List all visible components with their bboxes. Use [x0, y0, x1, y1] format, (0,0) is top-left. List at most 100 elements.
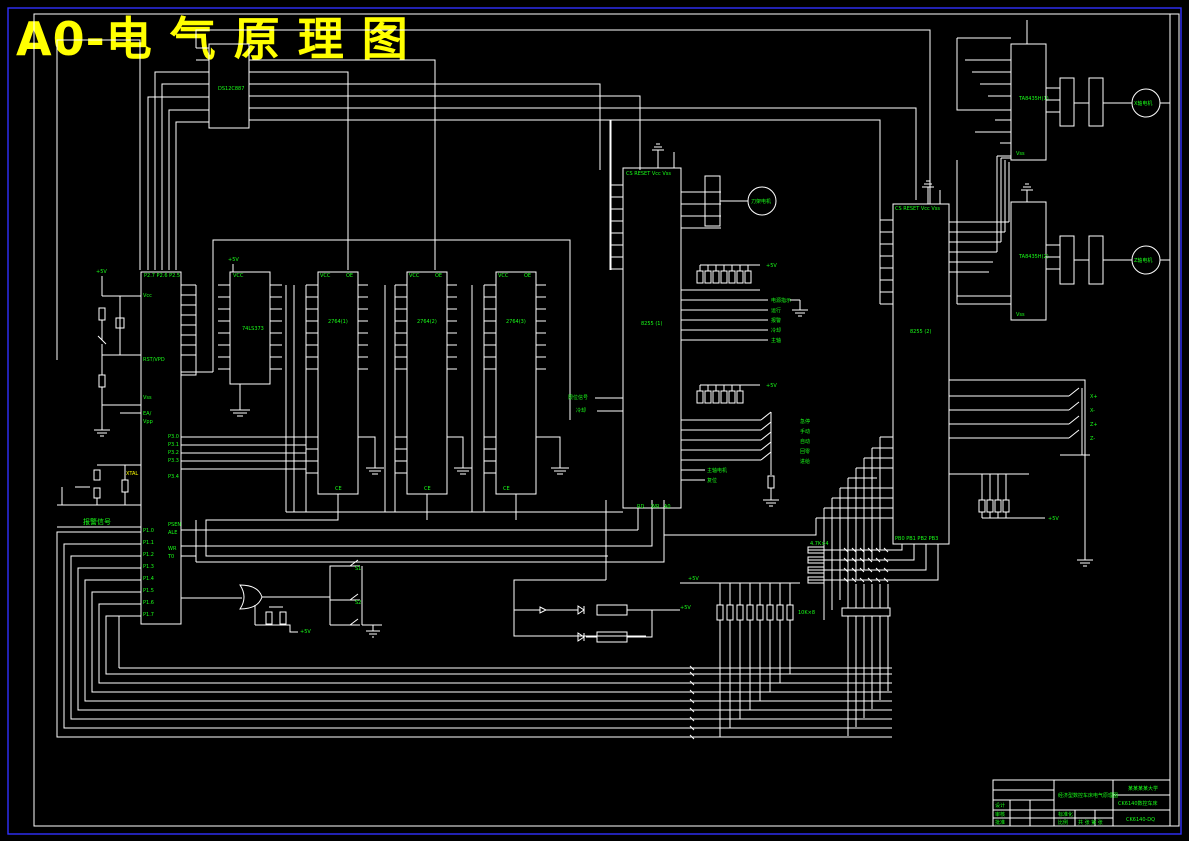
svg-text:WR: WR	[651, 504, 660, 510]
svg-text:OE: OE	[435, 273, 442, 279]
svg-text:XTAL: XTAL	[126, 471, 138, 477]
cpu-p16: P1.6	[143, 600, 154, 606]
eprom1-label: 2764(1)	[328, 319, 348, 325]
svg-text:VCC: VCC	[233, 273, 244, 279]
tb-row2: 审核	[995, 811, 1005, 818]
svg-text:4.7K×4: 4.7K×4	[810, 541, 829, 547]
svg-text:OE: OE	[346, 273, 353, 279]
right-1: X-	[1090, 408, 1095, 414]
svg-text:P3.1: P3.1	[168, 442, 179, 448]
panel-3: 回零	[800, 449, 810, 455]
vcc-label-8: +5V	[1048, 516, 1059, 522]
svg-text:EA/: EA/	[143, 411, 152, 417]
svg-text:CE: CE	[335, 486, 342, 492]
crystal-circuit: XTAL	[57, 464, 141, 506]
svg-text:S1: S1	[355, 566, 361, 572]
vcc-label-1: +5V	[96, 269, 107, 275]
svg-text:VCC: VCC	[320, 273, 331, 279]
led-circuit: +5V	[514, 604, 691, 643]
switch-panel: +5V 急停 手动 自动 回零 进给 主轴电机 复位	[681, 383, 810, 507]
svg-text:WR: WR	[168, 546, 177, 552]
right-switches: X+ X- Z+ Z- +5V	[949, 379, 1098, 567]
tb-row5: 比例	[1058, 819, 1068, 826]
vcc-label-5: +5V	[688, 576, 699, 582]
ind-0: 电源指示	[771, 297, 791, 304]
latch-74ls373: VCC 74LS373 +5V	[218, 257, 282, 417]
svg-text:P3.3: P3.3	[168, 458, 179, 464]
vcc-label-7: +5V	[300, 629, 311, 635]
key-matrix: 4.7K×4	[807, 541, 891, 736]
svg-text:CS RESET Vcc Vss: CS RESET Vcc Vss	[626, 171, 671, 177]
svg-text:S2: S2	[355, 600, 361, 606]
ppi1-label: 8255 (1)	[641, 321, 662, 327]
vcc-label-3: +5V	[766, 263, 777, 269]
ind-1: 运行	[771, 307, 781, 314]
panel-2: 自动	[800, 438, 810, 445]
inner-frame	[33, 13, 1180, 827]
svg-text:10K×8: 10K×8	[798, 610, 815, 616]
tb-drawing: CK6140数控车床	[1118, 800, 1158, 807]
svg-text:OE: OE	[524, 273, 531, 279]
z-motor-label: Z轴电机	[1134, 257, 1152, 264]
ppi-8255-2: 8255 (2) CS RESET Vcc Vss PB0 PB1 PB2 PB…	[879, 180, 950, 545]
tool-motor-label: 刀架电机	[751, 198, 771, 205]
svg-text:PSEN: PSEN	[168, 522, 181, 528]
svg-text:Vpp: Vpp	[143, 419, 153, 425]
title-block: 某某某某大学 CK6140数控车床 CK6140-DQ 经济型数控车床电气原理图…	[992, 779, 1171, 827]
tb-number: CK6140-DQ	[1126, 817, 1155, 823]
ppi2-driver-bus	[929, 14, 1171, 826]
svg-text:PB0 PB1 PB2 PB3: PB0 PB1 PB2 PB3	[895, 536, 938, 542]
svg-text:RST/VPD: RST/VPD	[143, 357, 165, 363]
cpu-p15: P1.5	[143, 588, 154, 594]
reset-label: 复位	[707, 477, 717, 484]
tb-row4: 标准化	[1058, 811, 1073, 818]
cpu-8031: P2.7 P2.6 P2.5 Vcc RST/VPD Vss EA/ Vpp P…	[140, 271, 182, 625]
cpu-p17: P1.7	[143, 612, 154, 618]
coolant-label: 冷却	[576, 407, 586, 414]
right-0: X+	[1090, 394, 1098, 400]
tb-row3: 批准	[995, 819, 1005, 826]
reset-circuit: +5V	[94, 269, 141, 437]
p1-bus	[56, 531, 692, 738]
svg-text:Vss: Vss	[1016, 312, 1025, 318]
svg-text:P2.7 P2.6 P2.5: P2.7 P2.6 P2.5	[144, 273, 180, 279]
right-3: Z-	[1090, 436, 1095, 442]
rtc-chip: DS12C887	[196, 43, 285, 129]
svg-text:VCC: VCC	[409, 273, 420, 279]
rtc-label: DS12C887	[218, 86, 244, 92]
driver1-label: TA8435H(1)	[1018, 96, 1049, 102]
eprom3-label: 2764(3)	[506, 319, 526, 325]
svg-text:Vss: Vss	[143, 395, 152, 401]
latch-label: 74LS373	[242, 326, 264, 332]
tb-row6: 共 张 第 张	[1078, 819, 1103, 826]
svg-text:Vss: Vss	[1016, 151, 1025, 157]
driver-2: TA8435H(2) Vss Z轴电机	[949, 160, 1170, 321]
cpu-data-bus	[181, 284, 197, 376]
tb-name: 经济型数控车床电气原理图	[1058, 792, 1118, 799]
vcc-label-6: +5V	[680, 605, 691, 611]
tb-row1: 设计	[995, 802, 1005, 809]
driver-1: TA8435H(1) Vss X轴电机	[956, 20, 1170, 161]
svg-text:VCC: VCC	[498, 273, 509, 279]
irq-label: 报警信号	[83, 517, 111, 526]
outer-frame	[7, 7, 1182, 835]
vcc-label-4: +5V	[766, 383, 777, 389]
ind-4: 主轴	[771, 337, 781, 344]
cpu-p12: P1.2	[143, 552, 154, 558]
vcc-label-2: +5V	[228, 257, 239, 263]
svg-text:Vcc: Vcc	[143, 293, 152, 299]
svg-text:CS RESET Vcc Vss: CS RESET Vcc Vss	[895, 206, 940, 212]
ppi2-label: 8255 (2)	[910, 329, 931, 335]
tb-school: 某某某某大学	[1128, 785, 1158, 792]
panel-4: 进给	[800, 458, 810, 465]
gate-circuit: S1 S2 +5V	[181, 559, 382, 638]
svg-text:A0: A0	[664, 504, 671, 510]
eprom-1: 2764(1) VCC OE CE	[317, 271, 359, 495]
cpu-p14: P1.4	[143, 576, 154, 582]
tool-motor-icon	[747, 186, 777, 216]
cpu-p11: P1.1	[143, 540, 154, 546]
right-2: Z+	[1090, 422, 1098, 428]
